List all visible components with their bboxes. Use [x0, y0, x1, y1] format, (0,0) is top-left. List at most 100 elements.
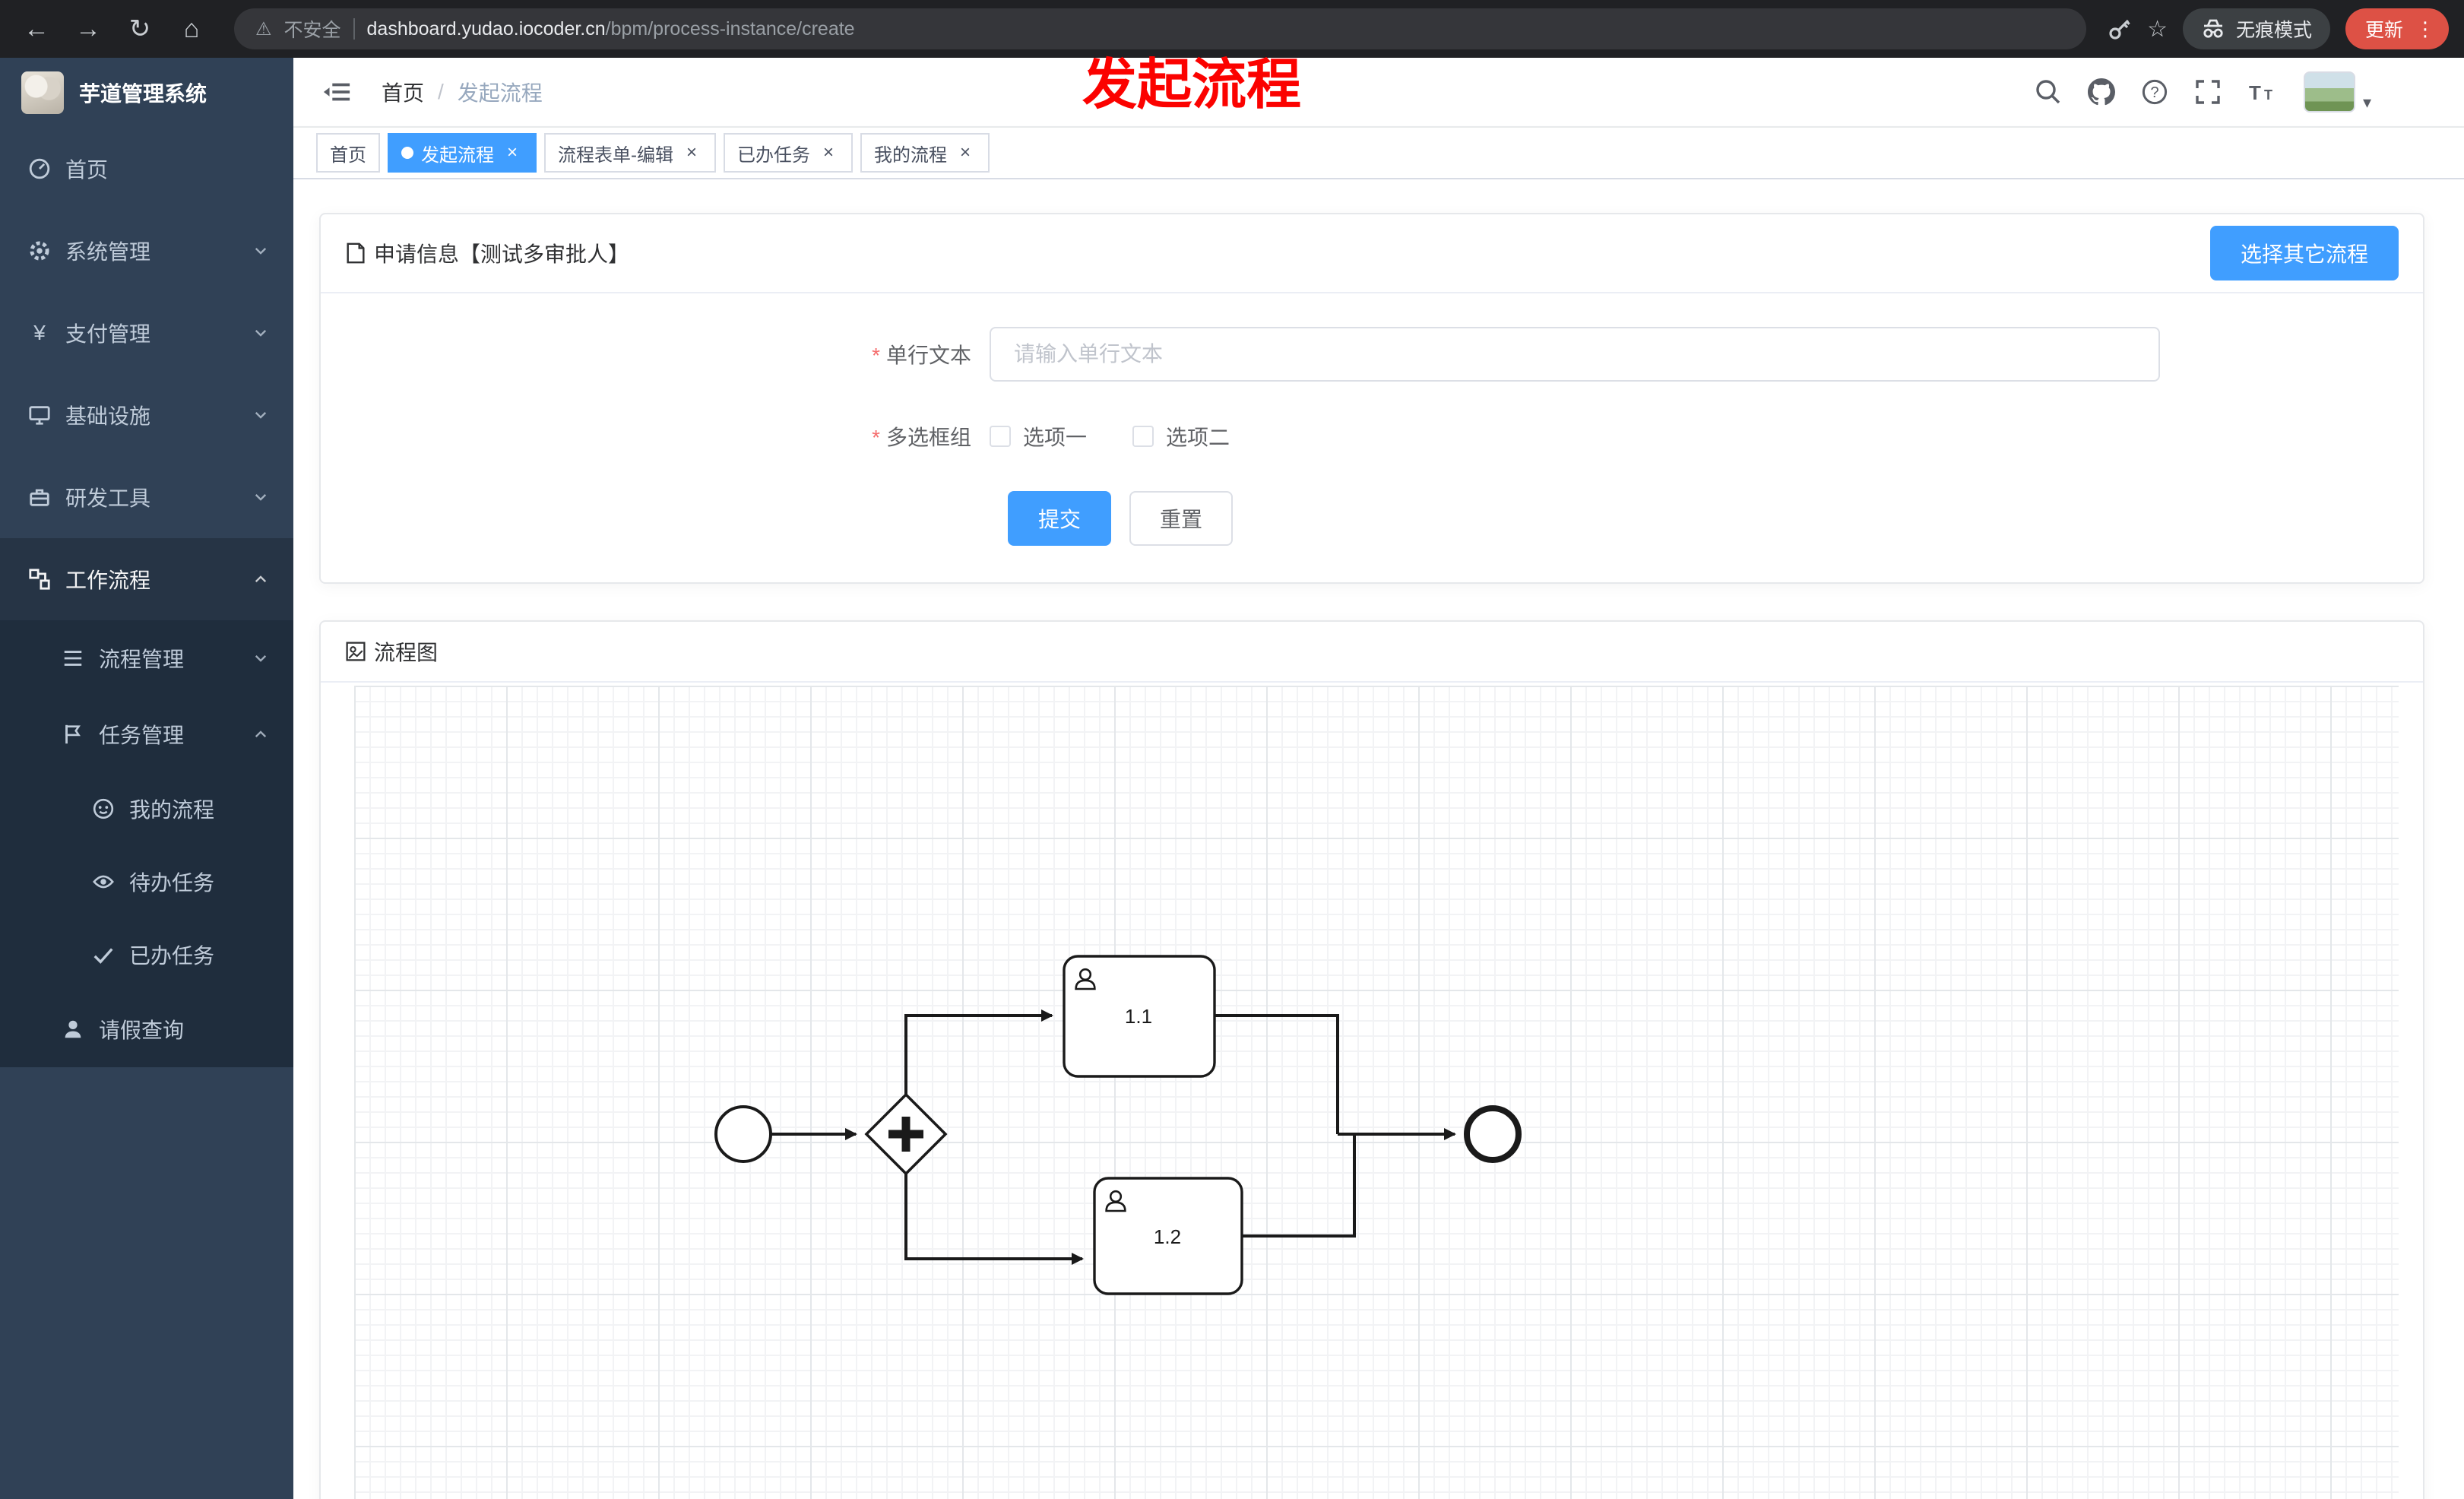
tab-form-edit[interactable]: 流程表单-编辑 ×: [544, 133, 716, 173]
checkbox-option-2[interactable]: 选项二: [1132, 421, 1230, 452]
start-event-node[interactable]: [714, 1105, 772, 1163]
close-icon[interactable]: ×: [686, 142, 697, 163]
face-icon: [91, 797, 116, 820]
checkbox-icon[interactable]: [990, 426, 1011, 447]
required-mark: *: [872, 344, 880, 367]
bpmn-canvas[interactable]: 1.1 1.2: [354, 686, 2399, 1499]
sidebar-item-todo-tasks[interactable]: 待办任务: [0, 845, 293, 918]
sidebar-item-infrastructure[interactable]: 基础设施: [0, 374, 293, 456]
sidebar-item-system[interactable]: 系统管理: [0, 210, 293, 292]
single-line-text-input[interactable]: [990, 327, 2160, 382]
chrome-right-controls: ☆ 无痕模式 更新 ⋮: [2108, 8, 2449, 49]
tab-label: 流程表单-编辑: [558, 144, 673, 166]
submit-button[interactable]: 提交: [1008, 491, 1112, 546]
breadcrumb: 首页 / 发起流程: [382, 77, 543, 107]
close-icon[interactable]: ×: [506, 142, 518, 163]
workflow-submenu: 流程管理 任务管理 我的流程: [0, 620, 293, 1067]
url-text: dashboard.yudao.iocoder.cn/bpm/process-i…: [367, 18, 855, 40]
checkbox-group: 选项一 选项二: [990, 421, 1230, 452]
tab-label: 发起流程: [421, 144, 494, 166]
url-divider: [353, 18, 355, 40]
tab-create-process[interactable]: 发起流程 ×: [388, 133, 537, 173]
browser-chrome: ← → ↻ ⌂ ⚠ 不安全 dashboard.yudao.iocoder.cn…: [0, 0, 2464, 58]
sidebar-item-label: 流程管理: [99, 648, 185, 671]
browser-menu-icon[interactable]: ⋮: [2415, 17, 2435, 40]
tab-my-process[interactable]: 我的流程 ×: [860, 133, 990, 173]
tab-home[interactable]: 首页: [316, 133, 380, 173]
sidebar-item-label: 任务管理: [99, 724, 185, 747]
browser-refresh-button[interactable]: ↻: [128, 14, 151, 43]
search-icon[interactable]: [2035, 78, 2062, 106]
incognito-label: 无痕模式: [2235, 20, 2312, 41]
menu-fold-icon[interactable]: [316, 80, 357, 104]
checkbox-label[interactable]: 选项二: [1166, 426, 1230, 449]
sidebar-item-workflow[interactable]: 工作流程: [0, 538, 293, 620]
tab-label: 我的流程: [874, 144, 947, 166]
sidebar-item-label: 待办任务: [129, 871, 215, 895]
tab-label: 已办任务: [737, 144, 810, 166]
sidebar-item-my-process[interactable]: 我的流程: [0, 772, 293, 845]
update-label: 更新: [2364, 20, 2403, 41]
user-icon: [1105, 1190, 1126, 1212]
checkbox-icon[interactable]: [1132, 426, 1154, 447]
parallel-gateway-node[interactable]: [864, 1092, 948, 1176]
sidebar-item-label: 请假查询: [99, 1019, 185, 1042]
url-path: /bpm/process-instance/create: [605, 17, 855, 40]
sidebar-item-label: 支付管理: [65, 322, 151, 346]
tab-done-tasks[interactable]: 已办任务 ×: [724, 133, 853, 173]
caret-down-icon: ▾: [2362, 93, 2371, 112]
sidebar-item-task-management[interactable]: 任务管理: [0, 696, 293, 772]
browser-home-button[interactable]: ⌂: [183, 14, 200, 43]
end-event-node[interactable]: [1464, 1105, 1522, 1163]
app-logo[interactable]: 芋道管理系统: [0, 58, 293, 128]
checkbox-option-1[interactable]: 选项一: [990, 421, 1087, 452]
breadcrumb-separator: /: [438, 80, 444, 103]
sidebar-item-leave-query[interactable]: 请假查询: [0, 991, 293, 1067]
select-other-process-button[interactable]: 选择其它流程: [2209, 226, 2399, 280]
sidebar-item-payment[interactable]: ¥ 支付管理: [0, 292, 293, 374]
user-icon: [1075, 968, 1096, 990]
browser-back-button[interactable]: ←: [24, 14, 49, 43]
gear-icon: [27, 239, 52, 262]
fullscreen-icon[interactable]: [2194, 78, 2222, 106]
tab-label: 首页: [330, 144, 366, 166]
svg-text:1.1: 1.1: [1125, 1005, 1152, 1028]
browser-forward-button[interactable]: →: [75, 14, 101, 43]
browser-update-button[interactable]: 更新 ⋮: [2345, 8, 2449, 49]
user-avatar[interactable]: ▾: [2303, 71, 2371, 113]
checkbox-label[interactable]: 选项一: [1023, 426, 1088, 449]
app-title: 芋道管理系统: [79, 82, 207, 106]
sidebar-item-devtools[interactable]: 研发工具: [0, 456, 293, 538]
sidebar-item-label: 基础设施: [65, 404, 151, 428]
help-icon[interactable]: ?: [2141, 78, 2168, 106]
form-actions: 提交 重置: [321, 491, 2423, 546]
sidebar: 芋道管理系统 首页 系统管理 ¥ 支付管理: [0, 58, 293, 1499]
key-icon[interactable]: [2108, 17, 2132, 41]
bookmark-star-icon[interactable]: ☆: [2147, 16, 2168, 42]
svg-text:T: T: [2264, 87, 2272, 103]
close-icon[interactable]: ×: [959, 142, 971, 163]
apply-card-title-text: 申请信息【测试多审批人】: [374, 242, 630, 266]
user-task-1-2-node[interactable]: 1.2: [1093, 1177, 1243, 1295]
monitor-icon: [27, 404, 52, 426]
sidebar-item-process-management[interactable]: 流程管理: [0, 620, 293, 696]
document-icon: [347, 242, 365, 264]
sequence-flows: [771, 1009, 1456, 1265]
check-icon: [91, 943, 116, 966]
flag-icon: [61, 723, 85, 746]
warning-icon: ⚠: [255, 18, 272, 40]
user-task-1-1-node[interactable]: 1.1: [1063, 955, 1216, 1078]
breadcrumb-home[interactable]: 首页: [382, 81, 425, 105]
sidebar-item-home[interactable]: 首页: [0, 128, 293, 210]
breadcrumb-current: 发起流程: [457, 81, 543, 105]
required-mark: *: [872, 426, 880, 449]
reset-button[interactable]: 重置: [1129, 491, 1234, 546]
sidebar-item-done-tasks[interactable]: 已办任务: [0, 918, 293, 991]
address-bar[interactable]: ⚠ 不安全 dashboard.yudao.iocoder.cn/bpm/pro…: [234, 8, 2087, 49]
chevron-down-icon: [252, 325, 269, 341]
close-icon[interactable]: ×: [822, 142, 834, 163]
avatar-image: [2303, 71, 2355, 113]
flow-card-title-text: 流程图: [374, 641, 439, 664]
github-icon[interactable]: [2087, 78, 2115, 106]
